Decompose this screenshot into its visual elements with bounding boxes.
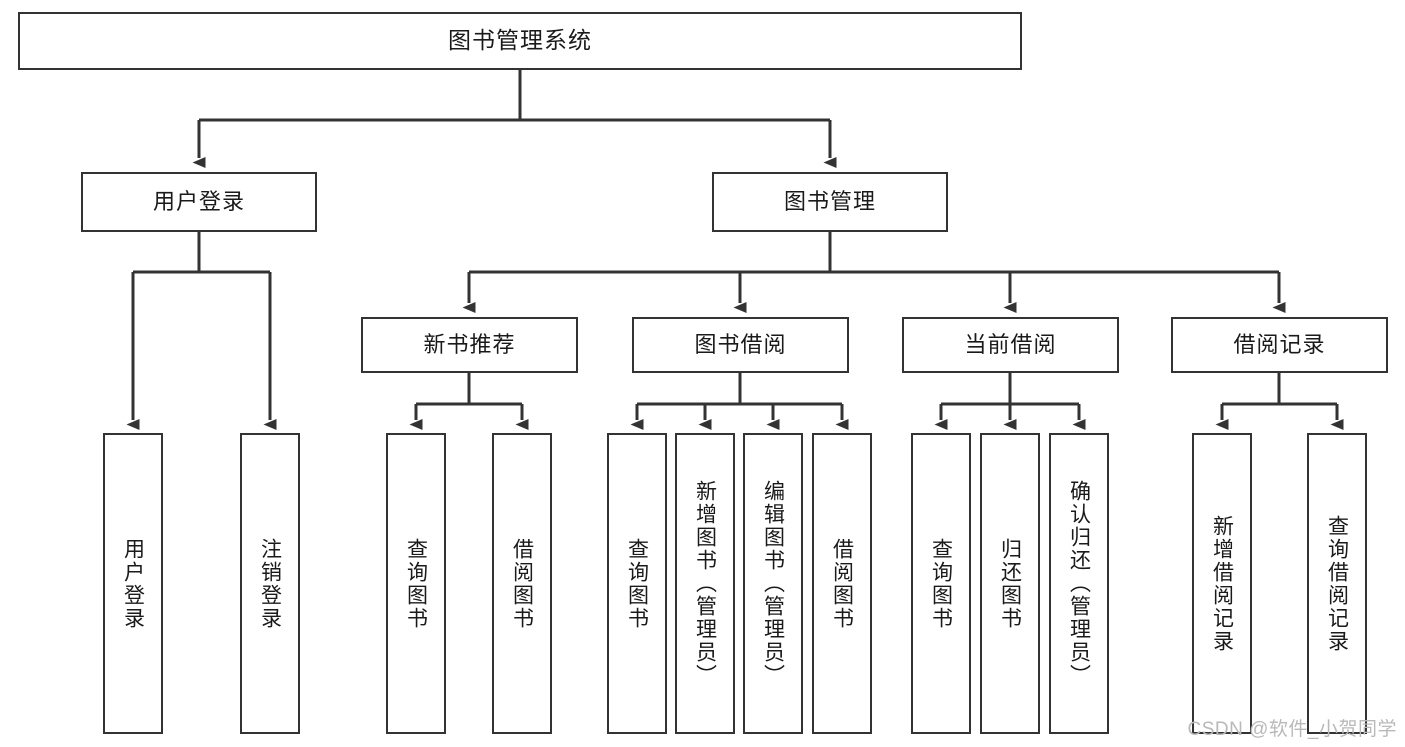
node-label: 借阅记录 [1233, 331, 1326, 357]
node-label: 新增图书（管理员） [693, 480, 717, 687]
node-user-login[interactable]: 用户登录 [81, 172, 317, 232]
node-label: 当前借阅 [964, 331, 1057, 357]
leaf-borrow-book-2[interactable]: 借阅图书 [812, 433, 872, 734]
node-label: 图书管理系统 [448, 27, 592, 54]
node-label: 新增借阅记录 [1210, 514, 1234, 653]
node-label: 确认归还（管理员） [1067, 480, 1091, 687]
leaf-query-book-1[interactable]: 查询图书 [386, 433, 446, 734]
leaf-query-record[interactable]: 查询借阅记录 [1307, 433, 1367, 734]
leaf-user-login[interactable]: 用户登录 [103, 433, 163, 734]
leaf-edit-book[interactable]: 编辑图书（管理员） [743, 433, 803, 734]
node-new-book-recommend[interactable]: 新书推荐 [361, 317, 578, 373]
node-book-manage[interactable]: 图书管理 [712, 172, 948, 232]
node-label: 借阅图书 [830, 537, 854, 630]
node-label: 查询图书 [929, 537, 953, 630]
leaf-add-record[interactable]: 新增借阅记录 [1192, 433, 1252, 734]
leaf-confirm-return[interactable]: 确认归还（管理员） [1049, 433, 1109, 734]
leaf-return-book[interactable]: 归还图书 [980, 433, 1040, 734]
node-label: 编辑图书（管理员） [761, 480, 785, 687]
node-label: 查询图书 [404, 537, 428, 630]
node-current-borrow[interactable]: 当前借阅 [902, 317, 1119, 373]
node-label: 图书管理 [783, 188, 876, 214]
node-label: 用户登录 [121, 537, 145, 630]
node-label: 查询借阅记录 [1325, 514, 1349, 653]
node-label: 注销登录 [258, 537, 282, 630]
node-label: 借阅图书 [510, 537, 534, 630]
node-label: 图书借阅 [694, 331, 787, 357]
node-root-system[interactable]: 图书管理系统 [18, 12, 1022, 70]
node-borrow-record[interactable]: 借阅记录 [1171, 317, 1388, 373]
node-label: 查询图书 [625, 537, 649, 630]
node-label: 归还图书 [998, 537, 1022, 630]
node-label: 用户登录 [152, 188, 245, 214]
csdn-watermark: CSDN @软件_小贺同学 [1187, 719, 1397, 740]
leaf-borrow-book-1[interactable]: 借阅图书 [492, 433, 552, 734]
leaf-query-book-2[interactable]: 查询图书 [607, 433, 667, 734]
leaf-query-book-3[interactable]: 查询图书 [911, 433, 971, 734]
leaf-add-book[interactable]: 新增图书（管理员） [675, 433, 735, 734]
leaf-logout-login[interactable]: 注销登录 [240, 433, 300, 734]
node-book-borrow[interactable]: 图书借阅 [632, 317, 849, 373]
node-label: 新书推荐 [423, 331, 516, 357]
